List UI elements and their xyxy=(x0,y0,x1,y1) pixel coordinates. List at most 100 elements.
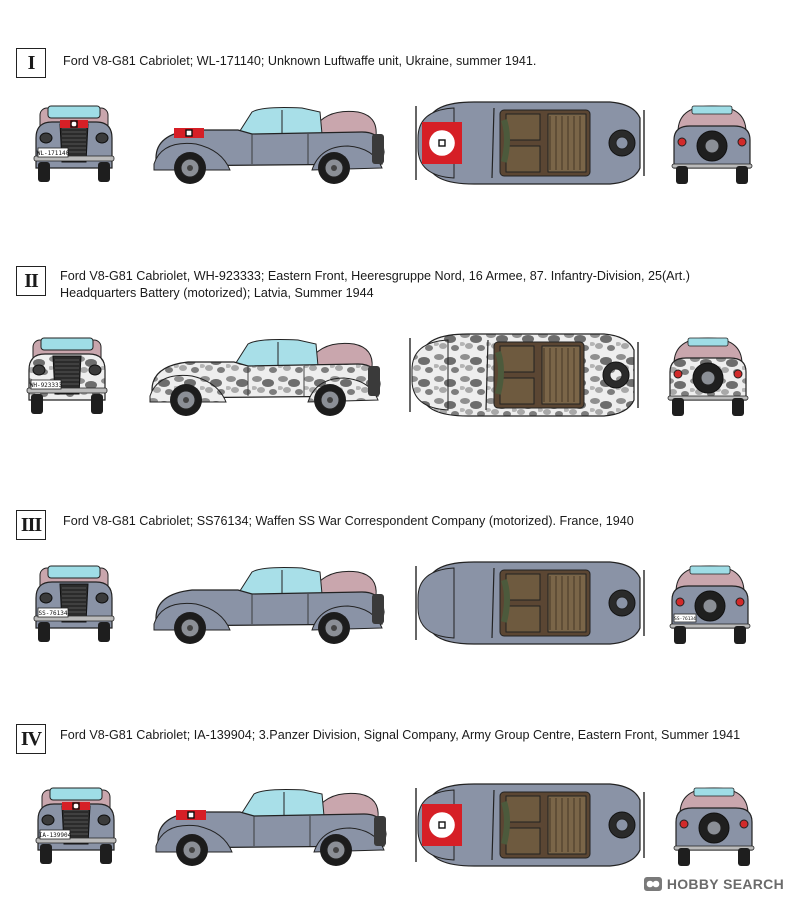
side-view xyxy=(153,107,385,184)
scheme-numeral: III xyxy=(16,510,46,540)
tail-lamp-right xyxy=(737,137,747,147)
windscreen-frame xyxy=(491,567,495,639)
spare-hub xyxy=(702,598,718,614)
window xyxy=(237,107,323,135)
wheel-left xyxy=(676,166,688,184)
front-seat-left xyxy=(505,113,541,141)
wheel-right xyxy=(736,166,748,184)
wheel-right xyxy=(98,162,110,182)
side-view xyxy=(155,789,387,866)
wheel-left xyxy=(38,622,50,642)
headlamp-right xyxy=(97,814,111,826)
wheel-right xyxy=(734,626,746,644)
top-view xyxy=(409,333,639,417)
spare-hub xyxy=(706,820,722,836)
hub-center xyxy=(331,165,337,171)
hub-center xyxy=(187,165,193,171)
windscreen-frame xyxy=(491,789,495,861)
rear-window xyxy=(691,105,733,115)
front-seat-right xyxy=(505,145,541,173)
wheel-right xyxy=(91,394,103,414)
wheel-left xyxy=(38,162,50,182)
headlamp-right xyxy=(95,132,109,144)
spare-wheel-cover xyxy=(615,818,629,832)
scheme-caption: Ford V8-G81 Cabriolet; WL-171140; Unknow… xyxy=(63,53,536,70)
steering-area xyxy=(501,579,510,623)
spare-hub xyxy=(704,138,720,154)
steering-area xyxy=(501,801,510,845)
headlamp-left xyxy=(39,592,53,604)
tail-lamp-left xyxy=(673,369,683,379)
tail-lamp-left xyxy=(675,597,685,607)
wheel-right xyxy=(732,398,744,416)
spare-wheel-cover xyxy=(615,596,629,610)
tail-lamp-right xyxy=(733,369,743,379)
wheel-left xyxy=(31,394,43,414)
front-view: WL-171140 xyxy=(33,105,115,182)
steering-area xyxy=(501,119,510,163)
rear-bumper xyxy=(667,395,749,401)
number-plate xyxy=(37,607,69,618)
scheme-caption: Ford V8-G81 Cabriolet, WH-923333; Easter… xyxy=(60,268,690,302)
rear-window xyxy=(689,565,731,575)
scheme-caption: Ford V8-G81 Cabriolet; SS76134; Waffen S… xyxy=(63,513,634,530)
tail-lamp-left xyxy=(679,819,689,829)
front-seat-left xyxy=(505,573,541,601)
watermark-suffix: SEARCH xyxy=(723,876,784,892)
wheel-right xyxy=(100,844,112,864)
flag-disc xyxy=(429,812,455,838)
flag-emblem xyxy=(70,120,78,128)
front-view: WH-923333 xyxy=(26,337,108,414)
caption-line: Ford V8-G81 Cabriolet; SS76134; Waffen S… xyxy=(63,514,634,528)
window xyxy=(237,567,323,595)
front-view: IA-139904 xyxy=(35,787,117,864)
wheel-right xyxy=(98,622,110,642)
top-view xyxy=(415,783,645,867)
rear-view xyxy=(673,787,755,866)
tail-lamp-left xyxy=(677,137,687,147)
scheme-numeral: II xyxy=(16,266,46,296)
spare-wheel xyxy=(372,134,384,164)
hobbysearch-logo-icon xyxy=(643,877,662,891)
windscreen xyxy=(47,105,101,119)
flag-disc xyxy=(185,129,193,137)
spare-wheel xyxy=(374,816,386,846)
spare-wheel xyxy=(372,594,384,624)
side-view xyxy=(149,339,381,416)
rear-bumper xyxy=(673,845,755,851)
flag-disc xyxy=(73,803,79,809)
front-seat-right xyxy=(499,377,535,405)
rear-bumper xyxy=(671,163,753,169)
flag-emblem xyxy=(187,811,195,819)
hood-top xyxy=(417,567,455,639)
flag-emblem xyxy=(438,821,446,829)
top-view xyxy=(415,101,645,185)
flag-emblem xyxy=(438,139,446,147)
window xyxy=(233,339,319,367)
scheme-numeral: I xyxy=(16,48,46,78)
spare-hub xyxy=(700,370,716,386)
flag-emblem xyxy=(72,802,80,810)
spare-wheel-cover xyxy=(615,136,629,150)
tail-lamp-right xyxy=(735,597,745,607)
front-view: SS-76134 xyxy=(33,565,115,642)
rear-view xyxy=(671,105,753,184)
steering-area xyxy=(495,351,504,395)
wheel-left xyxy=(40,844,52,864)
flag-disc xyxy=(429,130,455,156)
front-seat-right xyxy=(505,605,541,633)
front-seat-left xyxy=(505,795,541,823)
headlamp-left xyxy=(41,814,55,826)
plate-text: SS-76134 xyxy=(39,610,68,617)
hub-center xyxy=(189,847,195,853)
side-view xyxy=(153,567,385,644)
caption-line: Headquarters Battery (motorized); Latvia… xyxy=(60,286,374,300)
watermark-brand: HOBBY xyxy=(666,876,719,892)
caption-line: Ford V8-G81 Cabriolet; IA-139904; 3.Panz… xyxy=(60,728,741,742)
rear-view xyxy=(667,337,749,416)
front-seat-left xyxy=(499,345,535,373)
rear-plate-text: SS-76134 xyxy=(674,616,696,622)
headlamp-left xyxy=(32,364,46,376)
flag-disc xyxy=(71,121,77,127)
flag-emblem xyxy=(185,129,193,137)
